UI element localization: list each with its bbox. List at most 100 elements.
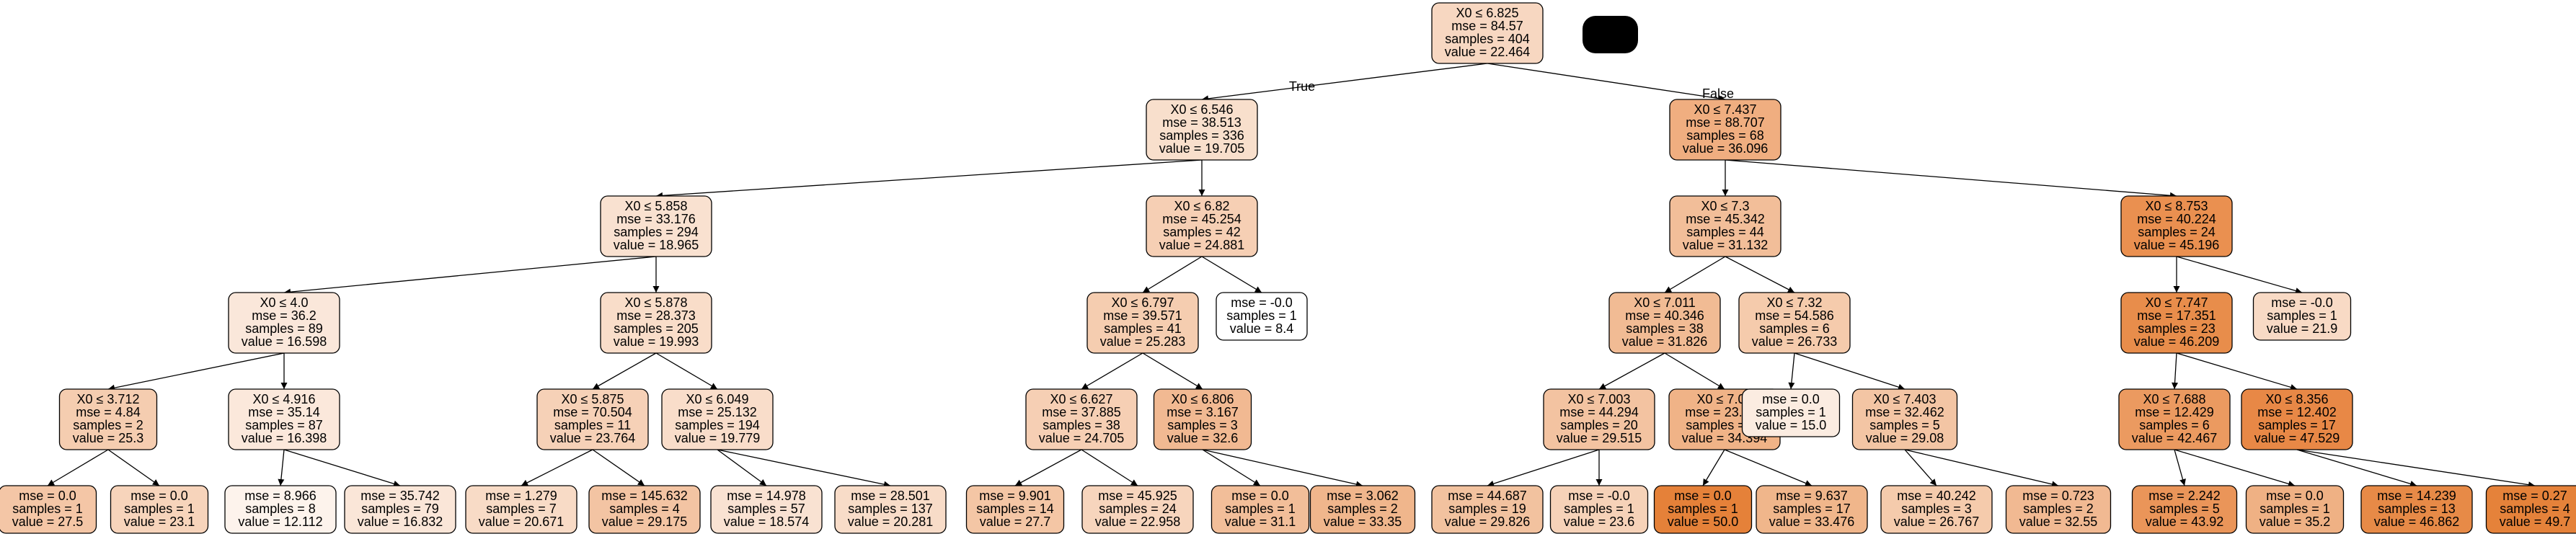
- node-line: mse = 45.254: [1162, 212, 1241, 226]
- edge-arrowhead: [1665, 286, 1673, 293]
- tree-edge: [1142, 352, 1203, 390]
- node-line: mse = 17.351: [2137, 308, 2216, 323]
- node-line: value = 8.4: [1230, 321, 1294, 336]
- node-line: mse = 33.176: [616, 212, 696, 226]
- tree-edge: [1904, 449, 1937, 486]
- node-line: mse = 0.0: [19, 489, 76, 503]
- edge-arrowhead: [759, 479, 766, 486]
- node-line: mse = 88.707: [1686, 115, 1765, 130]
- node-box: [58, 388, 158, 450]
- node-line: samples = 14: [976, 502, 1054, 516]
- tree-edge: [592, 449, 645, 486]
- node-line: samples = 38: [1043, 418, 1120, 432]
- node-line: mse = 40.346: [1625, 308, 1704, 323]
- node-line: X0 ≤ 6.825: [1456, 6, 1519, 20]
- node-box: [834, 485, 947, 534]
- node-line: value = 23.764: [550, 431, 636, 445]
- tree-edge: [592, 352, 657, 390]
- node-line: value = 29.175: [602, 514, 688, 529]
- node-line: X0 ≤ 6.546: [1171, 102, 1234, 117]
- edge-arrowhead: [152, 479, 159, 486]
- node-line: mse = 12.429: [2135, 405, 2214, 419]
- node-line: value = 46.209: [2134, 334, 2220, 349]
- node-line: value = 29.515: [1557, 431, 1642, 445]
- tree-edge: [1794, 352, 1906, 390]
- node-line: X0 ≤ 5.858: [625, 199, 688, 213]
- node-box: [224, 485, 337, 534]
- node-line: samples = 1: [12, 502, 83, 516]
- tree-edge: [2176, 352, 2298, 390]
- node-line: value = 43.92: [2146, 514, 2224, 529]
- node-line: mse = 32.462: [1865, 405, 1944, 419]
- node-line: value = 20.671: [479, 514, 565, 529]
- edge-arrowhead: [1195, 383, 1203, 389]
- tree-edge: [1724, 449, 1813, 486]
- node-line: X0 ≤ 6.049: [686, 392, 749, 406]
- node-line: samples = 23: [2138, 321, 2216, 336]
- node-line: samples = 194: [675, 418, 760, 432]
- edges-layer: [47, 63, 2536, 489]
- node-line: mse = 3.062: [1327, 489, 1399, 503]
- node-line: X0 ≤ 6.627: [1050, 392, 1113, 406]
- node-line: samples = 2: [1327, 502, 1398, 516]
- tree-edge: [1702, 449, 1725, 486]
- node-line: mse = 38.513: [1162, 115, 1241, 130]
- node-line: mse = 0.723: [2022, 489, 2094, 503]
- node-line: samples = 1: [1225, 502, 1296, 516]
- edge-arrowhead: [1599, 383, 1607, 389]
- node-line: mse = 54.586: [1755, 308, 1834, 323]
- tree-edge: [1081, 352, 1143, 390]
- edge-arrowhead: [1788, 382, 1795, 389]
- node-line: value = 33.476: [1769, 514, 1855, 529]
- node-line: X0 ≤ 5.875: [562, 392, 624, 406]
- node-line: mse = 39.571: [1103, 308, 1182, 323]
- tree-edge: [1904, 449, 2059, 486]
- node-line: X0 ≤ 6.797: [1112, 295, 1174, 310]
- node-box: [2241, 388, 2353, 450]
- node-line: X0 ≤ 7.32: [1767, 295, 1823, 310]
- edge-arrowhead: [652, 286, 660, 293]
- tree-edge: [107, 449, 160, 486]
- node-box: [1146, 195, 1258, 257]
- edge-arrowhead: [1595, 479, 1603, 486]
- node-line: X0 ≤ 7.403: [1874, 392, 1937, 406]
- node-line: mse = 28.373: [616, 308, 696, 323]
- tree-edge: [2296, 449, 2536, 486]
- node-box: [2131, 485, 2238, 534]
- tree-edge: [2296, 449, 2417, 486]
- node-line: value = 19.993: [614, 334, 699, 349]
- node-line: mse = 3.167: [1167, 405, 1239, 419]
- edge-arrowhead: [1703, 478, 1709, 486]
- node-line: samples = 1: [1756, 405, 1826, 419]
- node-line: mse = -0.0: [1568, 489, 1630, 503]
- node-line: value = 16.398: [242, 431, 327, 445]
- node-box: [1081, 485, 1194, 534]
- edge-arrowhead: [1898, 383, 1905, 391]
- tree-edge: [1202, 449, 1261, 486]
- node-line: X0 ≤ 7.02: [1697, 392, 1753, 406]
- node-box: [1851, 388, 1958, 450]
- tree-edge: [521, 449, 593, 486]
- node-box: [1025, 388, 1138, 450]
- node-line: samples = 44: [1686, 225, 1764, 239]
- node-box: [344, 485, 456, 534]
- tree-edge: [1081, 449, 1138, 486]
- node-box: [1669, 195, 1781, 257]
